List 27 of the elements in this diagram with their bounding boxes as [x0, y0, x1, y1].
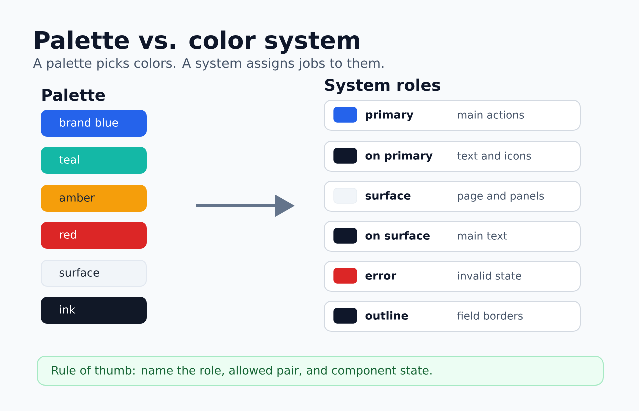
color-chip: surface — [41, 260, 147, 287]
role-row: surface page and panels — [324, 181, 581, 212]
role-row: primary main actions — [324, 100, 581, 131]
color-chip: teal — [41, 147, 147, 174]
column-heading: Palette — [42, 88, 106, 102]
color-chip: red — [41, 222, 147, 249]
note-box: Rule of thumb: name the role, allowed pair, and component state. — [37, 356, 604, 386]
role-row: error invalid state — [324, 261, 581, 292]
node-label: field borders — [458, 312, 523, 320]
role-row: on surface main text — [324, 221, 581, 252]
color-chip: ink — [41, 297, 147, 324]
node-label: invalid state — [458, 272, 522, 280]
role-row: outline field borders — [324, 301, 581, 332]
node-label: main text — [458, 232, 508, 240]
node-label: page and panels — [458, 192, 544, 202]
title: Palette vs. color system — [35, 30, 360, 54]
color-chip: brand blue — [41, 110, 147, 137]
node-label: outline — [366, 311, 408, 320]
node-label: main actions — [458, 110, 524, 119]
subtitle: A palette picks colors. A system assigns jobs to them. — [33, 58, 384, 71]
node-label: error — [366, 274, 397, 280]
column-heading: System roles — [325, 78, 440, 94]
node-label: on surface — [366, 231, 430, 240]
color-chip: amber — [41, 185, 147, 212]
role-row: on primary text and icons — [324, 141, 581, 172]
node-label: primary — [366, 110, 414, 122]
node-label: surface — [366, 191, 411, 200]
